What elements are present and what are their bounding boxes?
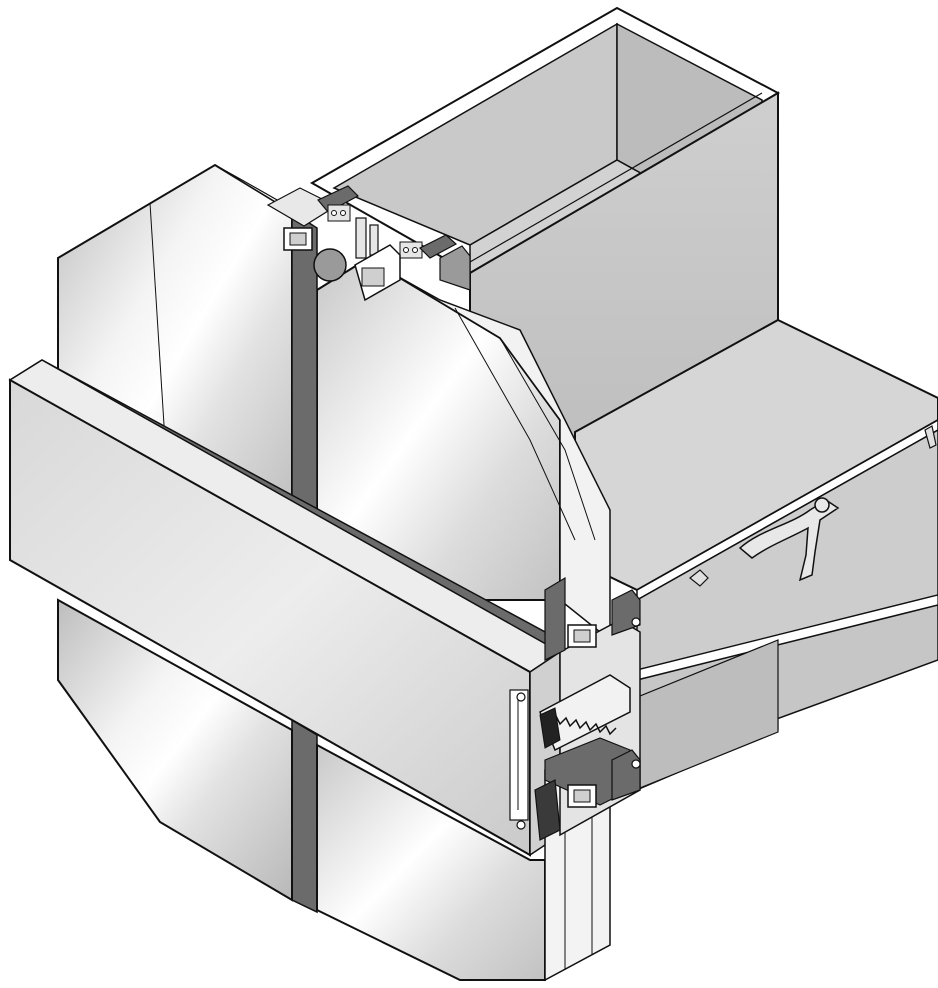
mullion-box	[309, 6, 781, 502]
mullion-section-top	[266, 185, 471, 302]
transom-section-center	[516, 576, 641, 841]
transom-shelf	[574, 318, 938, 793]
glass-panel-lower-left	[57, 598, 293, 902]
